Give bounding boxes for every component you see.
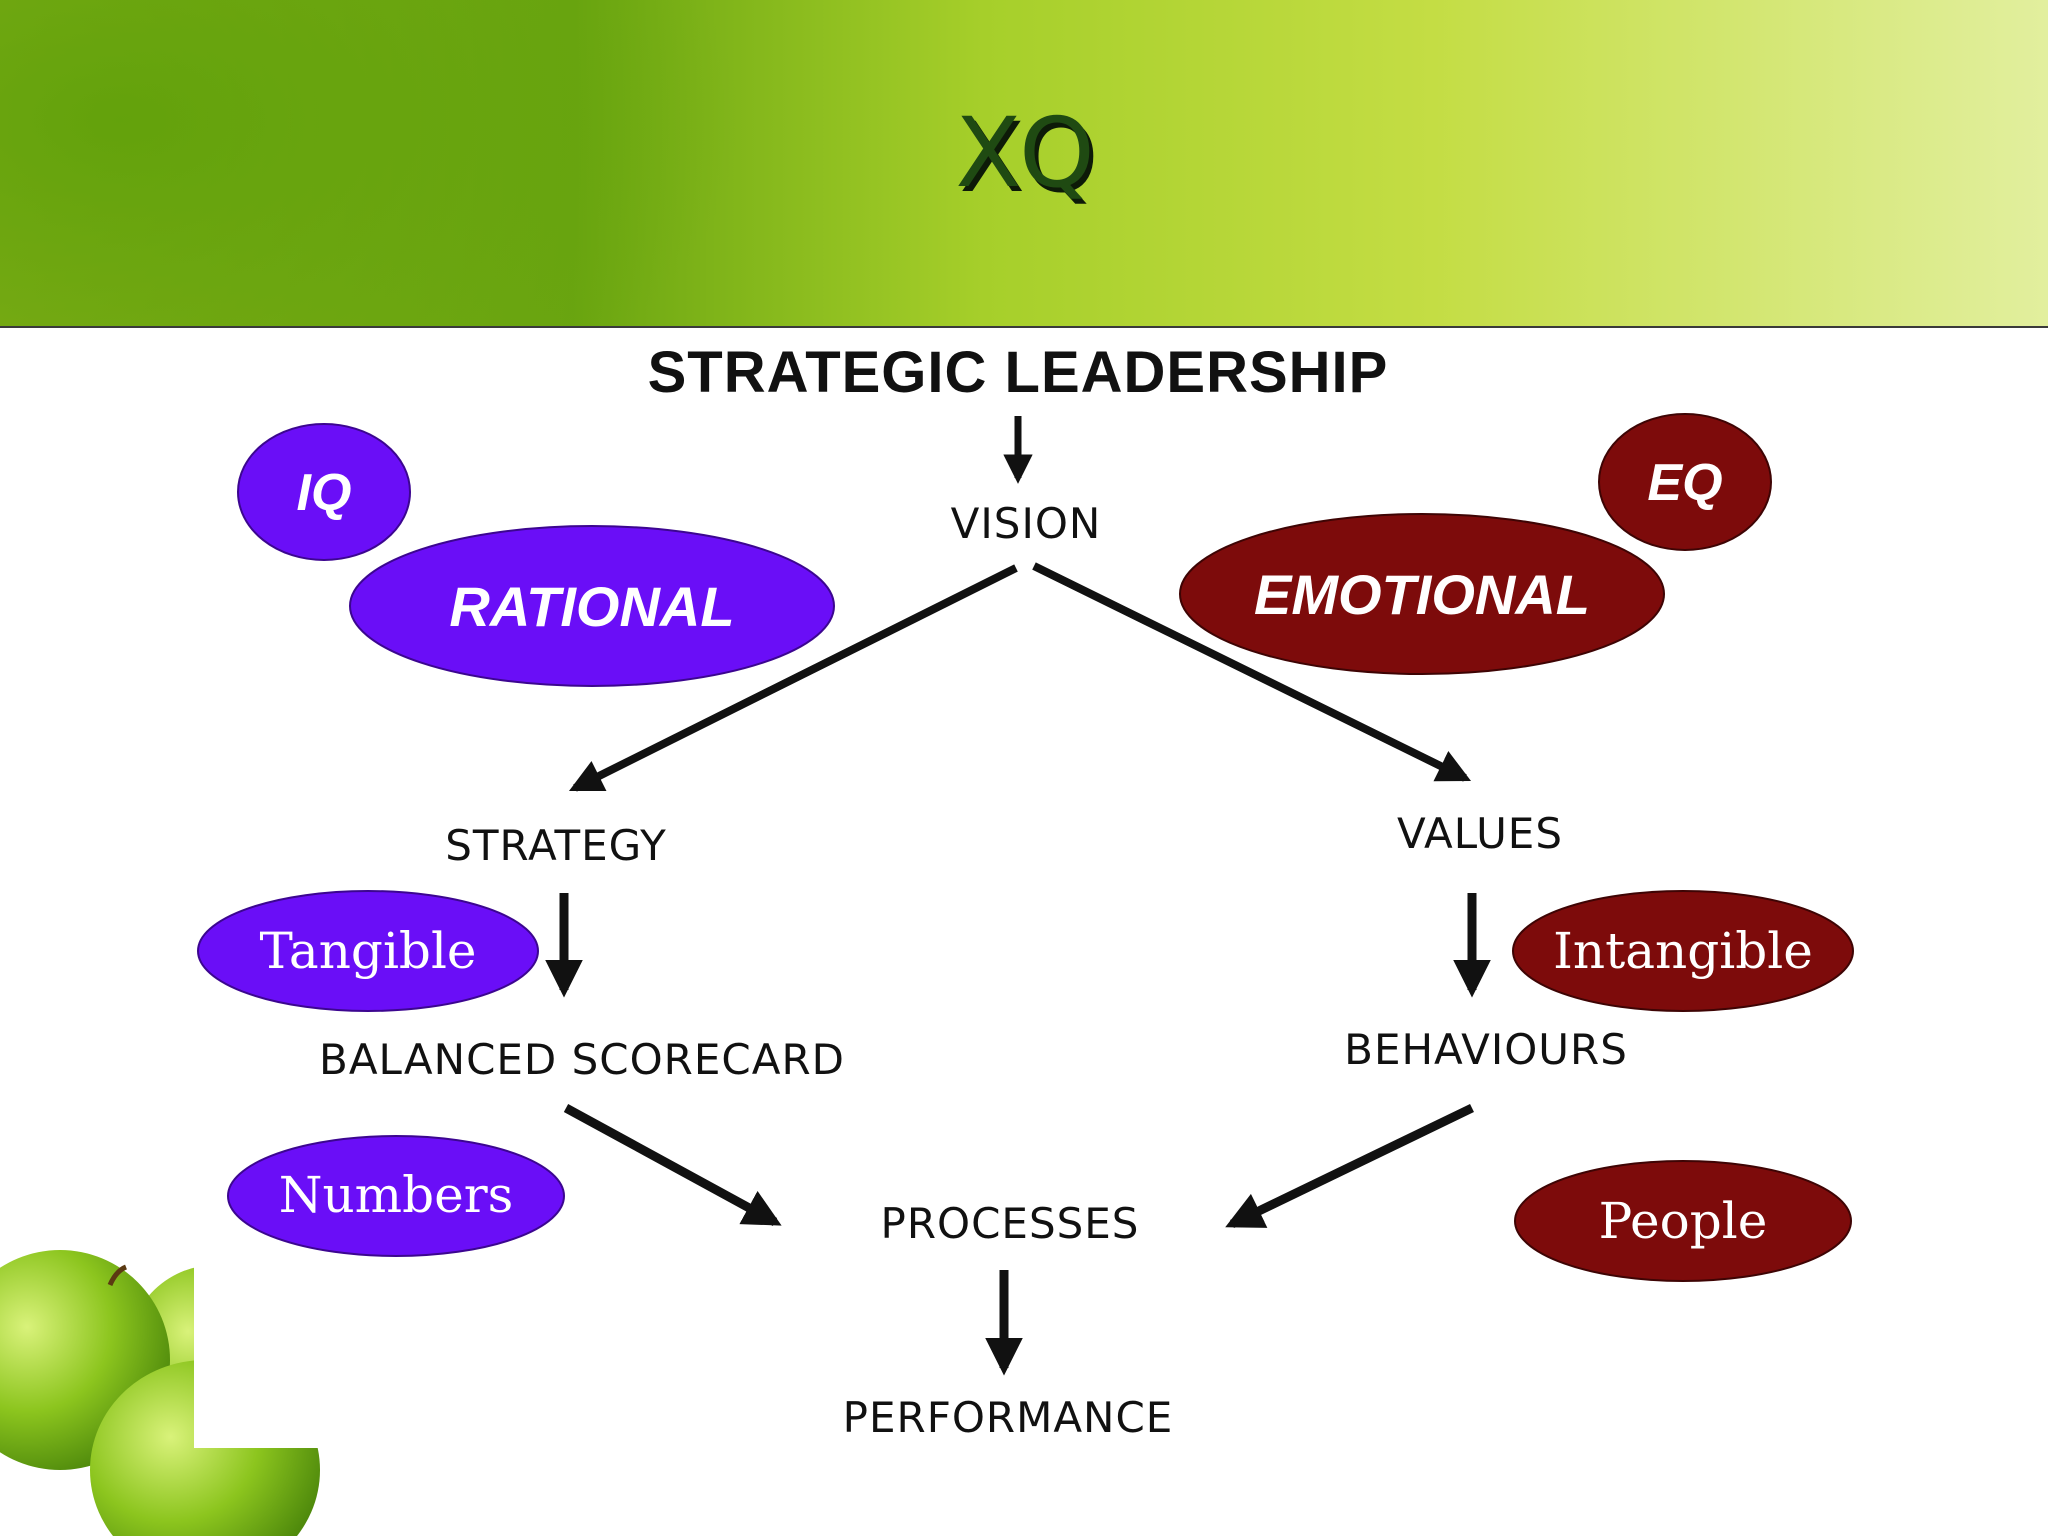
bubble-numbers: Numbers — [227, 1135, 565, 1257]
bubble-people-label: People — [1599, 1192, 1768, 1250]
arrow-behaviours-to-processes — [1225, 1103, 1474, 1229]
bubble-eq: EQ — [1598, 413, 1772, 551]
bubble-eq-label: EQ — [1647, 454, 1722, 512]
bubble-numbers-label: Numbers — [279, 1166, 514, 1224]
slide-header-banner: XQ — [0, 0, 2048, 328]
bubble-rational: RATIONAL — [349, 525, 835, 687]
node-values: VALUES — [1397, 809, 1563, 858]
bubble-iq: IQ — [237, 423, 411, 561]
node-performance: PERFORMANCE — [843, 1393, 1174, 1442]
bubble-people: People — [1514, 1160, 1852, 1282]
node-processes: PROCESSES — [881, 1199, 1140, 1248]
arrow-vision-to-strategy — [568, 564, 1018, 792]
bubble-tangible-label: Tangible — [259, 922, 476, 980]
node-vision: VISION — [951, 499, 1102, 548]
slide-title: XQ — [955, 97, 1094, 209]
diagram-heading: STRATEGIC LEADERSHIP — [648, 340, 1389, 405]
bubble-tangible: Tangible — [197, 890, 539, 1012]
arrow-scorecard-to-processes — [563, 1104, 782, 1226]
node-balanced-scorecard: BALANCED SCORECARD — [319, 1035, 845, 1084]
bubble-emotional: EMOTIONAL — [1179, 513, 1665, 675]
node-strategy: STRATEGY — [445, 821, 667, 870]
arrow-vision-to-values — [1032, 562, 1472, 782]
bubble-iq-label: IQ — [297, 464, 352, 522]
bubble-emotional-label: EMOTIONAL — [1254, 563, 1590, 626]
node-behaviours: BEHAVIOURS — [1344, 1025, 1628, 1074]
bubble-rational-label: RATIONAL — [449, 575, 734, 638]
bubble-intangible: Intangible — [1512, 890, 1854, 1012]
bubble-intangible-label: Intangible — [1553, 922, 1813, 980]
